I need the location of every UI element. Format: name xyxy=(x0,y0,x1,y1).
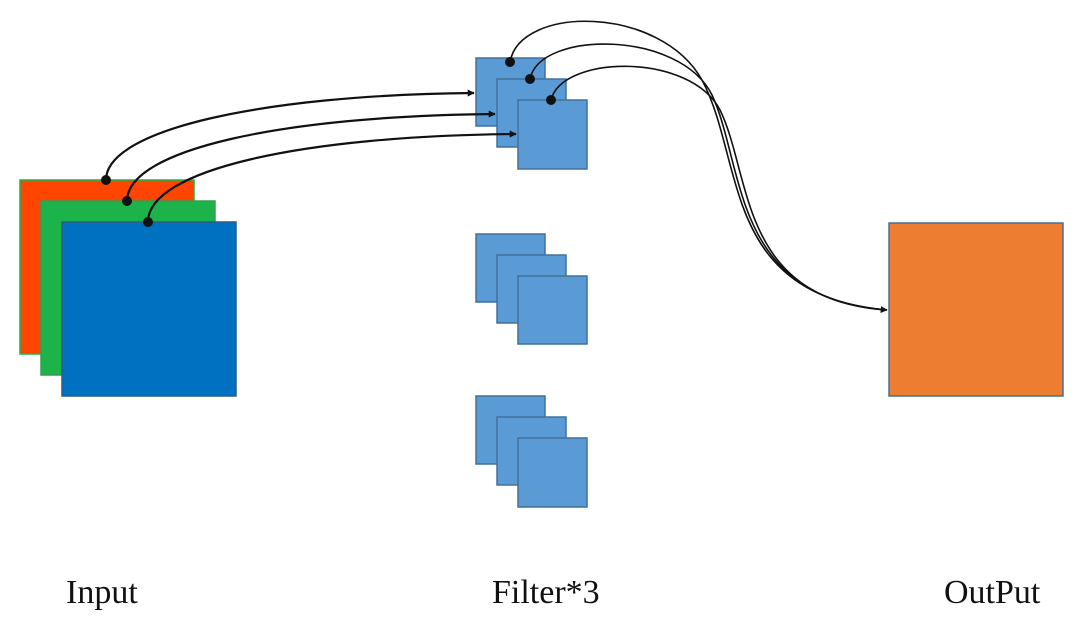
filter-2-channel-3 xyxy=(517,275,588,345)
input-to-filter-connectors xyxy=(104,89,517,223)
connector-dot xyxy=(525,74,535,84)
filter-connector-dots xyxy=(505,57,556,105)
input-channels xyxy=(19,179,237,397)
connector-dot xyxy=(122,196,132,206)
connector-green-to-filter xyxy=(125,110,496,202)
filter-3-channel-3 xyxy=(517,437,588,508)
connector-dot xyxy=(143,217,153,227)
connector-filter-2-to-output xyxy=(529,43,888,311)
connector-blue-to-filter xyxy=(146,130,517,223)
connector-red-to-filter xyxy=(104,89,475,181)
connector-dot xyxy=(101,175,111,185)
input-label: Input xyxy=(66,574,138,611)
filter-group-3 xyxy=(475,395,588,508)
output-feature-map xyxy=(888,222,1064,397)
filter-to-output-connectors xyxy=(509,20,888,314)
input-connector-dots xyxy=(101,175,153,227)
connector-dot xyxy=(505,57,515,67)
filter-group-2 xyxy=(475,233,588,345)
connector-filter-3-to-output xyxy=(550,65,888,314)
filter-label: Filter*3 xyxy=(492,574,600,611)
input-channel-blue xyxy=(61,221,237,397)
output-label: OutPut xyxy=(944,574,1041,611)
connector-filter-1-to-output xyxy=(509,20,888,311)
filter-1-channel-3 xyxy=(517,99,588,170)
connector-dot xyxy=(546,95,556,105)
